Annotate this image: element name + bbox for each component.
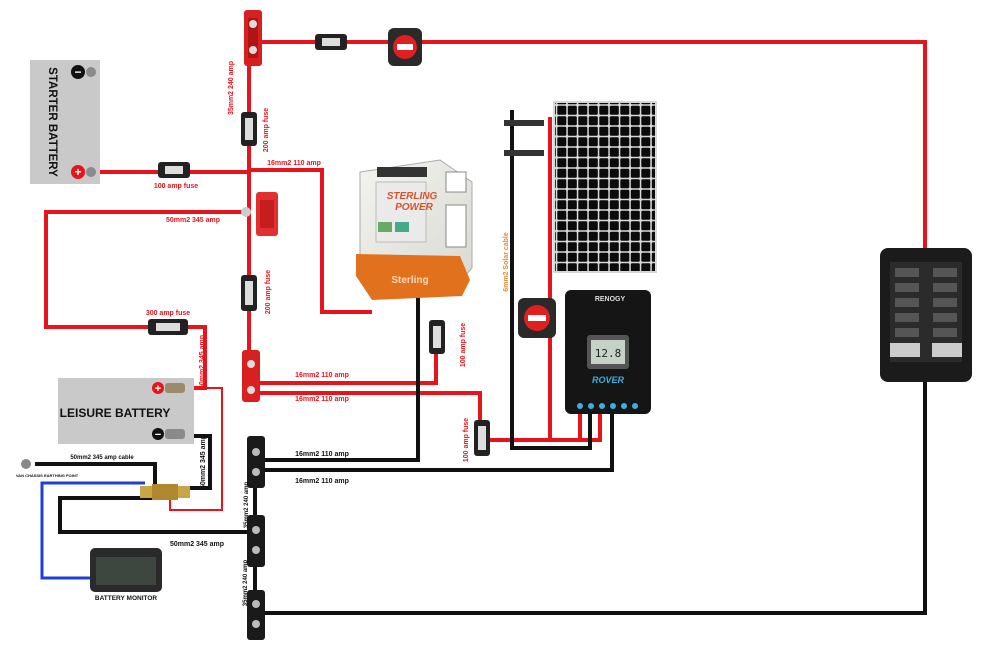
fuse-300 (148, 319, 188, 335)
mc4-connectors-icon (504, 120, 544, 126)
positive-terminal-icon (71, 165, 85, 179)
svg-text:−: − (74, 65, 81, 79)
svg-text:6mm2 Solar cable: 6mm2 Solar cable (503, 232, 510, 292)
svg-text:−: − (155, 429, 161, 441)
cable-labels: 35mm2 240 amp 200 amp fuse 100 amp fuse … (70, 61, 510, 606)
svg-text:+: + (74, 165, 81, 179)
wire-controller-neg (255, 412, 614, 472)
wire-solar-pos (548, 117, 582, 442)
neg-busbar-2 (247, 515, 265, 567)
svg-text:16mm2 110 amp: 16mm2 110 amp (295, 478, 349, 485)
svg-text:100 amp fuse: 100 amp fuse (463, 418, 470, 462)
fuse-box (880, 248, 972, 382)
svg-text:35mm2 240 amp: 35mm2 240 amp (228, 61, 235, 115)
negative-terminal-icon (152, 428, 164, 440)
battery-monitor: BATTERY MONITOR (90, 548, 162, 602)
svg-text:16mm2 110 amp: 16mm2 110 amp (267, 160, 321, 167)
positive-busbars (241, 10, 278, 402)
svg-text:POWER: POWER (395, 202, 434, 213)
svg-text:35mm2 240 amp: 35mm2 240 amp (244, 481, 250, 528)
svg-text:RENOGY: RENOGY (595, 296, 626, 303)
busbar-top (244, 10, 262, 66)
thin-red-wires (169, 387, 223, 511)
positive-wires (44, 40, 927, 442)
busbar-mid (241, 192, 278, 236)
wire-leisure-neg (180, 434, 212, 490)
wire-neg-loop (58, 496, 255, 534)
solar-charge-controller: RENOGY 12.8 ROVER (565, 290, 651, 414)
positive-terminal-icon (152, 382, 164, 394)
svg-text:35mm2 240 amp: 35mm2 240 amp (243, 559, 249, 606)
svg-text:16mm2 110 amp: 16mm2 110 amp (295, 451, 349, 458)
fuse-200-mid (241, 275, 257, 311)
svg-text:300 amp fuse: 300 amp fuse (146, 310, 190, 317)
svg-text:50mm2 345 amp: 50mm2 345 amp (200, 435, 207, 489)
fuse-200-top (241, 112, 257, 146)
wire-charger-in (249, 168, 372, 314)
svg-text:STERLING: STERLING (387, 191, 438, 202)
negative-busbars (247, 436, 265, 640)
shunt (140, 484, 190, 500)
fuse-top-inline (315, 34, 347, 50)
fuses (148, 34, 490, 456)
neg-busbar-1 (247, 436, 265, 488)
wire-solar-neg (510, 110, 592, 450)
wire-controller-pos (480, 412, 602, 442)
neg-busbar-3 (247, 590, 265, 640)
battery-monitor-label: BATTERY MONITOR (95, 595, 158, 602)
svg-text:200 amp fuse: 200 amp fuse (265, 270, 272, 314)
fuse-100-charger (429, 320, 445, 354)
wire-charger-out-a (255, 345, 438, 385)
leisure-battery-label: LEISURE BATTERY (60, 406, 171, 420)
svg-text:200 amp fuse: 200 amp fuse (263, 108, 270, 152)
busbar-lower (242, 350, 260, 402)
svg-text:+: + (155, 383, 161, 395)
wire-charger-out-b (255, 391, 482, 440)
svg-text:50mm2 345 amp: 50mm2 345 amp (166, 217, 220, 224)
svg-text:Sterling: Sterling (391, 275, 428, 286)
wire-fusebox-neg (255, 380, 927, 615)
svg-text:16mm2 110 amp: 16mm2 110 amp (295, 396, 349, 403)
svg-text:16mm2 110 amp: 16mm2 110 amp (295, 372, 349, 379)
starter-battery: − + STARTER BATTERY (30, 60, 100, 184)
earth-wires (40, 481, 145, 580)
wire-earth (35, 462, 157, 488)
wire-top-main (255, 40, 927, 270)
fuse-100-controller (474, 420, 490, 456)
isolator-switch-solar (518, 298, 556, 338)
svg-text:VAN CHASSIS EARTHING POINT: VAN CHASSIS EARTHING POINT (16, 473, 79, 478)
svg-text:100 amp fuse: 100 amp fuse (460, 323, 467, 367)
negative-terminal-icon (71, 65, 85, 79)
wire-loop-leisure (44, 210, 249, 390)
svg-text:100 amp fuse: 100 amp fuse (154, 183, 198, 190)
wire-charger-neg (255, 292, 420, 462)
isolator-switch-top (388, 28, 422, 66)
svg-text:ROVER: ROVER (592, 375, 625, 385)
earthing-point: VAN CHASSIS EARTHING POINT (16, 459, 79, 478)
solar-panel (504, 101, 657, 273)
svg-text:50mm2 345 amp cable: 50mm2 345 amp cable (70, 455, 134, 461)
leisure-battery: LEISURE BATTERY + − (58, 378, 194, 444)
controller-display-readout: 12.8 (595, 347, 622, 360)
starter-battery-label: STARTER BATTERY (46, 67, 58, 177)
fuse-100-starter (158, 162, 190, 178)
svg-text:50mm2 345 amp: 50mm2 345 amp (170, 541, 224, 548)
svg-text:50mm2 345 amp: 50mm2 345 amp (199, 335, 206, 389)
battery-to-battery-charger: Sterling STERLING POWER (356, 159, 473, 300)
